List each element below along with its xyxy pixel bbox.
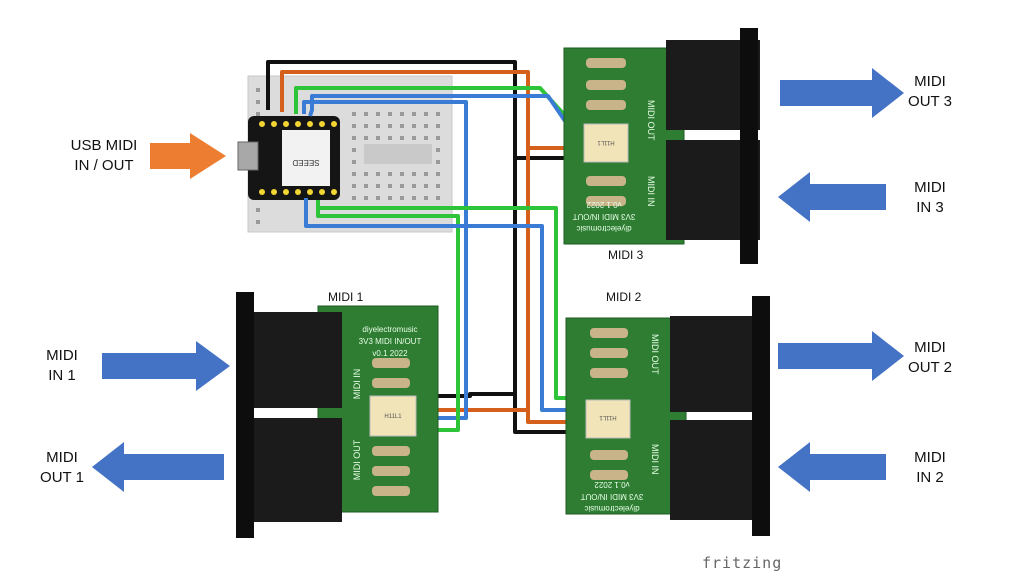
midi-3-title: MIDI 3 (608, 248, 644, 262)
fritzing-watermark: fritzing (702, 554, 783, 572)
midi-out-1-label: MIDI OUT 1 (40, 449, 84, 486)
usb-midi-label: USB MIDI IN / OUT (70, 137, 138, 174)
midi3-silk-line1: diyelectromusic (576, 224, 631, 233)
midi1-chip-label: H11L1 (384, 414, 402, 420)
midi3-port-out-label: MIDI OUT (646, 100, 656, 141)
wire-orange-midi2 (526, 148, 578, 424)
wire-green-midi1 (316, 200, 460, 432)
arrow-in2-icon (778, 442, 886, 492)
arrow-in1-icon (102, 341, 230, 391)
arrows (92, 68, 904, 492)
wire-black-midi1 (426, 392, 515, 398)
midi-out-3-label: MIDI OUT 3 (908, 73, 952, 110)
wire-black-top (266, 60, 578, 160)
midi-board-1: diyelectromusic 3V3 MIDI IN/OUT v0.1 202… (236, 292, 439, 538)
midi-board-3: MIDI OUT MIDI IN H11L1 v0.1 2022 3V3 MID… (563, 28, 760, 264)
microcontroller-board: SEEED (237, 116, 340, 200)
arrow-out1-icon (92, 442, 224, 492)
midi1-silk-line2: 3V3 MIDI IN/OUT (359, 337, 422, 346)
midi-in-1-label: MIDI IN 1 (46, 347, 78, 384)
mcu-chip-label: SEEED (292, 158, 319, 167)
midi3-silk-line2: 3V3 MIDI IN/OUT (573, 212, 636, 221)
wire-orange-top (280, 70, 578, 150)
wires (266, 60, 580, 434)
midi-in-2-label: MIDI IN 2 (914, 449, 946, 486)
midi-1-title: MIDI 1 (328, 290, 364, 304)
usb-port-icon (237, 141, 259, 171)
midi3-silk-line3: v0.1 2022 (586, 200, 622, 209)
arrow-usb-icon (150, 133, 226, 179)
midi2-chip-label: H11L1 (599, 414, 617, 420)
midi1-port-in-label: MIDI IN (352, 369, 362, 400)
midi1-port-out-label: MIDI OUT (352, 439, 362, 480)
midi-2-title: MIDI 2 (606, 290, 642, 304)
wire-blue-midi3 (308, 94, 580, 142)
arrow-in3-icon (778, 172, 886, 222)
arrow-out3-icon (780, 68, 904, 118)
wire-blue-midi1 (302, 100, 468, 420)
midi2-silk-line1: diyelectromusic (584, 504, 639, 513)
midi2-silk-line2: 3V3 MIDI IN/OUT (581, 492, 644, 501)
midi1-silk-line1: diyelectromusic (362, 325, 417, 334)
midi-in-3-label: MIDI IN 3 (914, 179, 946, 216)
midi3-chip-label: H11L1 (597, 139, 615, 145)
arrow-out2-icon (778, 331, 904, 381)
midi-board-2: MIDI OUT MIDI IN H11L1 v0.1 2022 3V3 MID… (565, 296, 770, 536)
midi2-port-out-label: MIDI OUT (650, 334, 660, 375)
wire-blue-midi2 (304, 198, 578, 412)
midi-out-2-label: MIDI OUT 2 (908, 339, 952, 376)
midi2-silk-line3: v0.1 2022 (594, 480, 630, 489)
midi3-port-in-label: MIDI IN (646, 176, 656, 207)
wire-black-midi2 (513, 158, 578, 434)
midi1-silk-line3: v0.1 2022 (372, 349, 408, 358)
midi2-port-in-label: MIDI IN (650, 444, 660, 475)
